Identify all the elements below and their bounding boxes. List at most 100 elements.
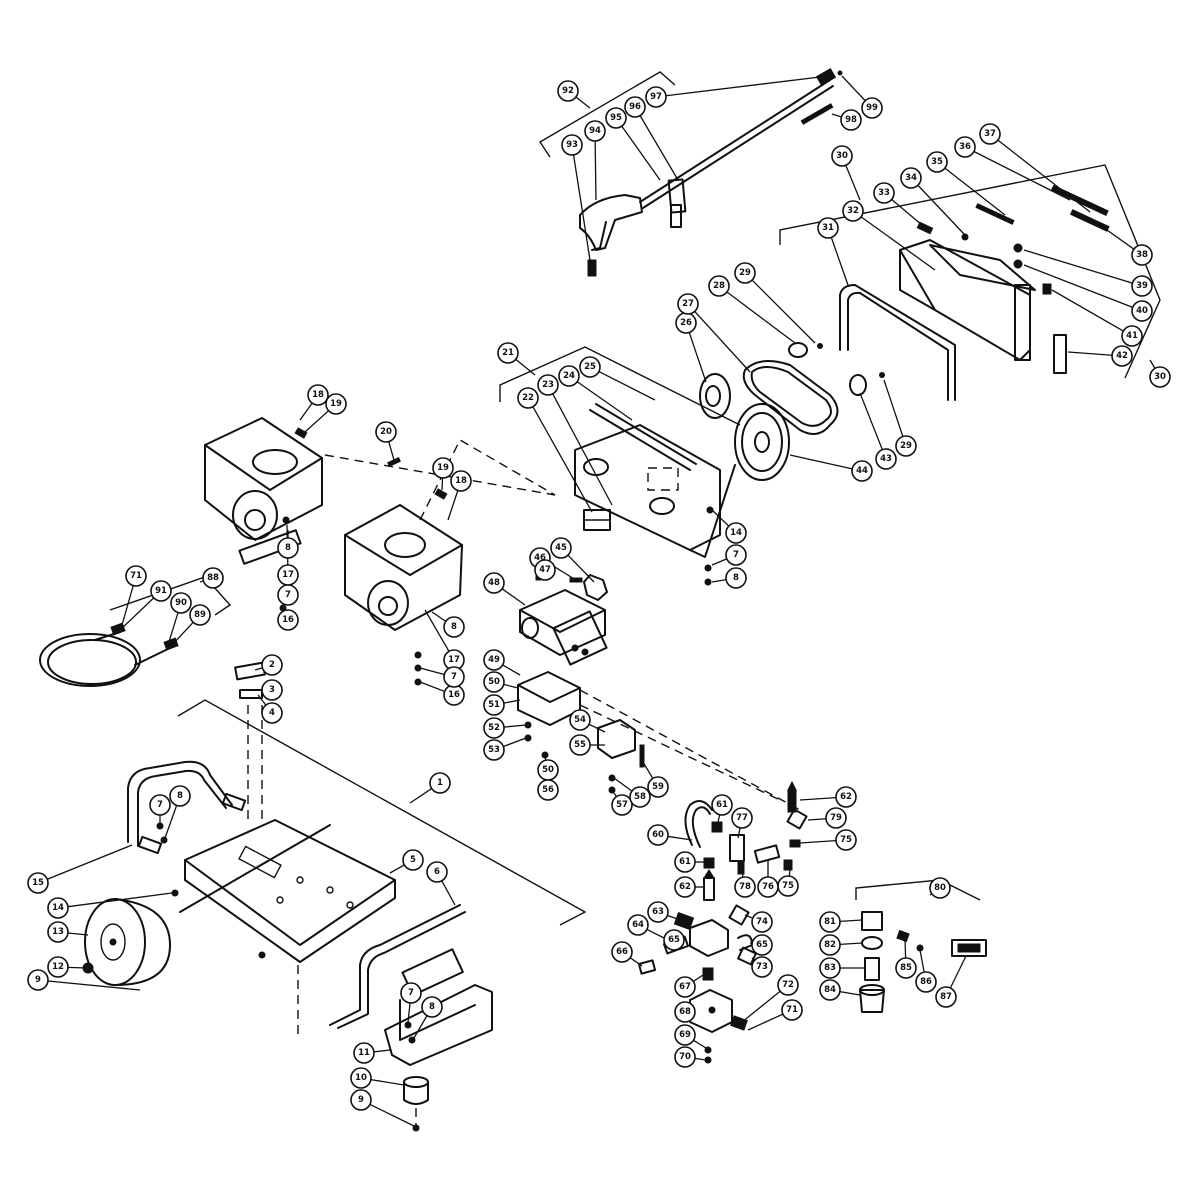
callout-balloon (150, 580, 172, 602)
screw-69 (704, 1046, 712, 1054)
callout-number: 56 (542, 785, 554, 795)
leader-line-18 (447, 490, 459, 521)
callout-56: 56 (537, 779, 559, 801)
callout-balloon (840, 109, 862, 131)
callout-balloon (27, 872, 49, 894)
callout-balloon (261, 654, 283, 676)
callout-85: 85 (895, 957, 917, 979)
callout-51: 51 (483, 694, 505, 716)
callout-number: 19 (330, 399, 342, 409)
callout-71: 71 (781, 999, 803, 1021)
callout-number: 23 (542, 380, 554, 390)
callout-balloon (725, 544, 747, 566)
large-pulley (734, 403, 790, 481)
unloader-body (689, 919, 729, 957)
guard-side-plate (1014, 284, 1031, 361)
callout-number: 79 (830, 813, 842, 823)
callout-7: 7 (277, 584, 299, 606)
callout-balloon (647, 824, 669, 846)
callout-balloon (443, 666, 465, 688)
callout-9: 9 (350, 1089, 372, 1111)
callout-number: 3 (269, 685, 275, 695)
callout-80: 80 (929, 877, 951, 899)
axle (179, 824, 331, 913)
callout-75: 75 (777, 875, 799, 897)
callout-5: 5 (402, 849, 424, 871)
leader-line-14 (711, 509, 730, 527)
guard-strip-36 (1050, 184, 1109, 217)
callout-22: 22 (517, 387, 539, 409)
callout-balloon (483, 572, 505, 594)
injector-ring-82 (861, 936, 883, 950)
callout-number: 61 (716, 800, 728, 810)
callout-number: 74 (756, 917, 768, 927)
handle-grip (137, 835, 163, 855)
pump-guide-2 (579, 704, 781, 801)
leader-line-85 (904, 939, 907, 959)
callout-balloon (350, 1089, 372, 1111)
callout-number: 36 (959, 142, 971, 152)
callout-balloon (851, 460, 873, 482)
callout-18: 18 (450, 470, 472, 492)
callout-balloon (550, 537, 572, 559)
fitting-79 (786, 808, 808, 830)
leader-line-11 (373, 1049, 391, 1053)
leader-line-96 (639, 115, 679, 181)
wheel-tread (114, 898, 171, 986)
callout-balloon (483, 649, 505, 671)
v-belt-inner (750, 366, 832, 427)
callout-balloon (819, 979, 841, 1001)
callout-number: 91 (155, 586, 167, 596)
callout-14: 14 (47, 897, 69, 919)
engine-b-guide (419, 439, 556, 521)
callout-balloon (677, 293, 699, 315)
callout-86: 86 (915, 971, 937, 993)
callout-93: 93 (561, 134, 583, 156)
callout-number: 7 (157, 800, 163, 810)
bracket-line-92 (539, 71, 676, 158)
v-belt (742, 360, 839, 435)
callout-balloon (149, 794, 171, 816)
callout-number: 89 (194, 610, 206, 620)
callout-number: 82 (824, 940, 836, 950)
callout-number: 8 (733, 573, 739, 583)
callout-number: 21 (502, 348, 514, 358)
leader-line-94 (594, 140, 597, 201)
callout-balloon (125, 565, 147, 587)
wheel-center (109, 938, 117, 946)
callout-number: 57 (616, 800, 628, 810)
callout-65: 65 (663, 929, 685, 951)
callout-number: 41 (1126, 331, 1138, 341)
callout-balloon (375, 421, 397, 443)
callout-balloon (429, 772, 451, 794)
wand-nozzle (670, 204, 682, 228)
leader-line-71 (119, 585, 134, 633)
spray-gun-group (539, 67, 843, 277)
leader-line-33 (891, 198, 923, 226)
callout-10: 10 (350, 1067, 372, 1089)
leader-line-38 (1099, 224, 1135, 250)
callout-number: 47 (539, 565, 551, 575)
leader-line-49 (502, 664, 521, 676)
leader-line-44 (789, 454, 853, 470)
callout-68: 68 (674, 1001, 696, 1023)
engine-a-bolt (282, 516, 290, 524)
callout-balloon (624, 96, 646, 118)
callout-40: 40 (1131, 300, 1153, 322)
callout-balloon (426, 861, 448, 883)
callout-number: 18 (455, 476, 467, 486)
callout-91: 91 (150, 580, 172, 602)
leader-line-74 (744, 914, 754, 919)
bolt-9 (258, 951, 266, 959)
callout-balloon (27, 969, 49, 991)
callout-balloon (731, 807, 753, 829)
leader-line-14 (67, 892, 173, 908)
bolt-59 (639, 744, 645, 768)
callout-number: 19 (437, 463, 449, 473)
callout-balloon (483, 717, 505, 739)
callout-71: 71 (125, 565, 147, 587)
leader-line-84 (839, 991, 861, 996)
callout-63: 63 (647, 901, 669, 923)
callout-balloon (483, 671, 505, 693)
